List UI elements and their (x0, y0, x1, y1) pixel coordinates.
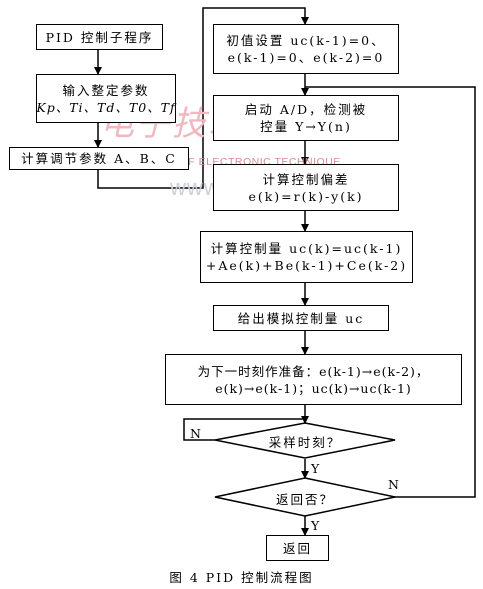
box-output-control: 给出模拟控制量 uc (213, 305, 389, 331)
label-n-return: N (388, 477, 399, 492)
figure-caption: 图 4 PID 控制流程图 (169, 570, 314, 585)
box-start-ad: 启动 A/D，检测被 控量 Y→Y(n) (213, 95, 399, 141)
sample-no-loop (183, 418, 305, 441)
box-input-params-line2: Kp、Ti、Td、T0、Tf (36, 99, 176, 115)
box-init-line1: 初值设置 uc(k-1)=0、 (226, 33, 386, 48)
box-calc-control: 计算控制量 uc(k)=uc(k-1) +Ae(k)+Be(k-1)+Ce(k-… (200, 231, 413, 283)
box-input-params: 输入整定参数 Kp、Ti、Td、T0、Tf (36, 74, 176, 123)
box-input-params-line1: 输入整定参数 (62, 82, 150, 98)
box-calc-params: 计算调节参数 A、B、C (9, 147, 189, 170)
box-return: 返回 (266, 535, 329, 561)
box-pid-program: PID 控制子程序 (36, 24, 163, 50)
decision-sample-text: 采样时刻？ (268, 435, 342, 450)
box-prepare-line2: e(k)→e(k-1)；uc(k)→uc(k-1) (215, 380, 412, 396)
loop-return-line (305, 86, 476, 498)
box-calc-error: 计算控制偏差 e(k)=r(k)-y(k) (213, 164, 399, 211)
box-pid-program-text: PID 控制子程序 (45, 29, 154, 45)
box-calc-control-line2: +Ae(k)+Be(k-1)+Ce(k-2) (205, 258, 408, 273)
arrow-calc-to-init (97, 7, 309, 189)
box-calc-control-line1: 计算控制量 uc(k)=uc(k-1) (210, 241, 403, 256)
box-start-ad-line1: 启动 A/D，检测被 (244, 102, 368, 117)
box-prepare: 为下一时刻作准备：e(k-1)→e(k-2)， e(k)→e(k-1)；uc(k… (165, 354, 462, 405)
box-calc-error-line1: 计算控制偏差 (262, 171, 350, 187)
box-start-ad-line2: 控量 Y→Y(n) (260, 119, 352, 134)
decision-return-shape (214, 477, 396, 517)
label-y-return: Y (311, 518, 320, 533)
box-init-line2: e(k-1)=0、e(k-2)=0 (227, 50, 385, 65)
box-calc-error-line2: e(k)=r(k)-y(k) (248, 188, 364, 204)
box-init: 初值设置 uc(k-1)=0、 e(k-1)=0、e(k-2)=0 (213, 24, 399, 74)
decision-sample-shape (214, 422, 396, 459)
decision-return-text: 返回否？ (275, 492, 334, 507)
box-return-text: 返回 (282, 540, 312, 556)
label-n-sample: N (190, 426, 201, 441)
box-output-control-text: 给出模拟控制量 uc (237, 310, 365, 326)
label-y-sample: Y (311, 461, 320, 476)
box-calc-params-text: 计算调节参数 A、B、C (21, 151, 177, 166)
box-prepare-line1: 为下一时刻作准备：e(k-1)→e(k-2)， (197, 363, 430, 379)
